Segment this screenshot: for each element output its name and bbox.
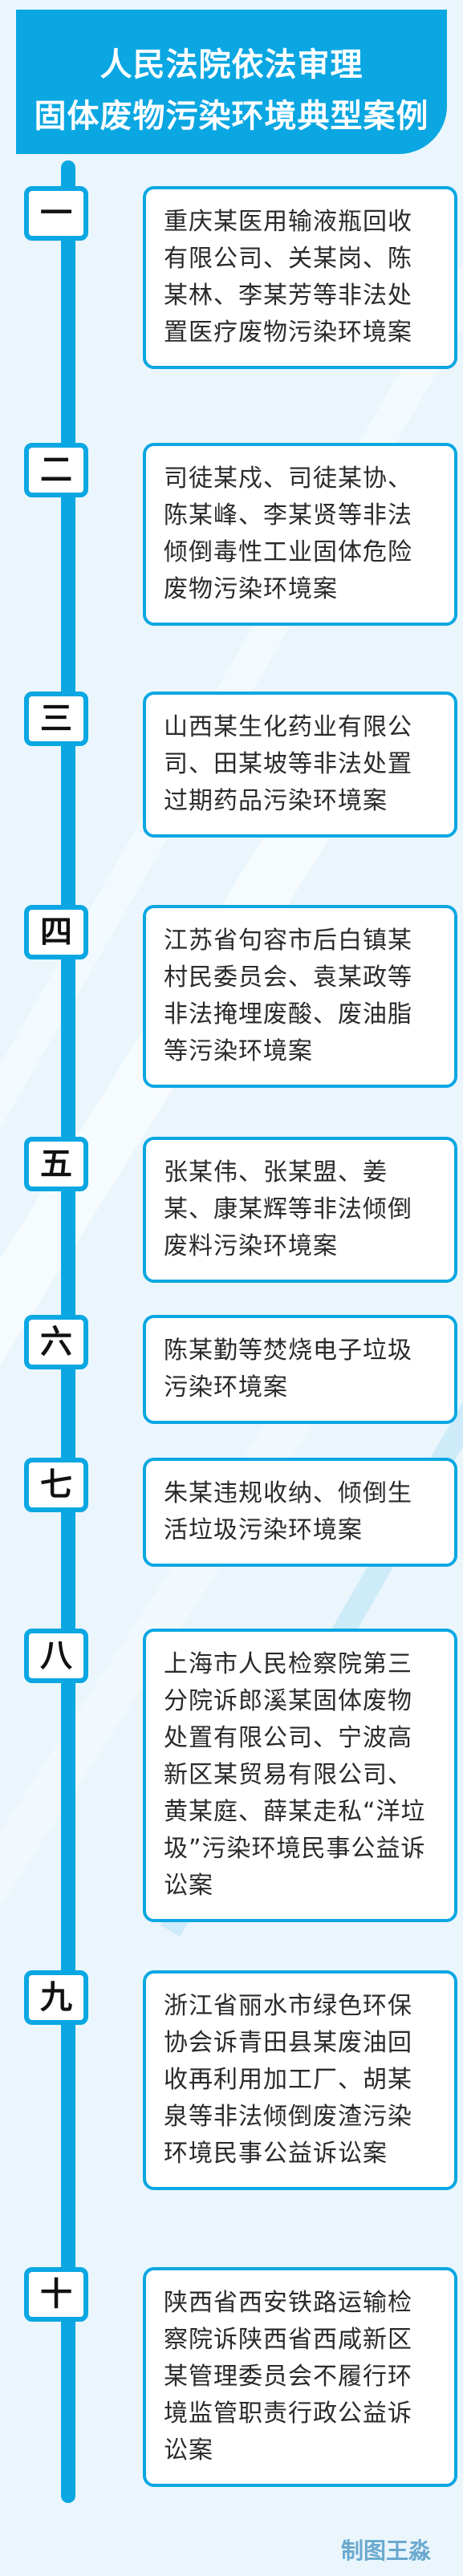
case-number-badge: 十: [24, 2267, 88, 2322]
case-card: 司徒某戍、司徒某协、陈某峰、李某贤等非法倾倒毒性工业固体危险废物污染环境案: [143, 443, 457, 626]
case-number-badge: 五: [24, 1137, 88, 1191]
case-number-badge: 四: [24, 905, 88, 959]
case-card: 山西某生化药业有限公司、田某坡等非法处置过期药品污染环境案: [143, 692, 457, 838]
case-card: 重庆某医用输液瓶回收有限公司、关某岗、陈某林、李某芳等非法处置医疗废物污染环境案: [143, 186, 457, 369]
page-title-line1: 人民法院依法审理: [100, 47, 363, 83]
case-number-badge: 六: [24, 1315, 88, 1369]
case-number-badge: 二: [24, 443, 88, 497]
case-number-badge: 三: [24, 692, 88, 746]
graphic-credit: 制图王淼: [340, 2537, 431, 2564]
case-number-badge: 七: [24, 1458, 88, 1512]
case-card: 张某伟、张某盟、姜某、康某辉等非法倾倒废料污染环境案: [143, 1137, 457, 1283]
header-banner: 人民法院依法审理 固体废物污染环境典型案例: [16, 10, 449, 160]
case-number-badge: 八: [24, 1629, 88, 1683]
case-card: 上海市人民检察院第三分院诉郎溪某固体废物处置有限公司、宁波高新区某贸易有限公司、…: [143, 1629, 457, 1922]
case-card: 浙江省丽水市绿色环保协会诉青田县某废油回收再利用加工厂、胡某泉等非法倾倒废渣污染…: [143, 1970, 457, 2190]
case-number-badge: 九: [24, 1970, 88, 2025]
case-card: 江苏省句容市后白镇某村民委员会、袁某政等非法掩埋废酸、废油脂等污染环境案: [143, 905, 457, 1088]
case-card: 朱某违规收纳、倾倒生活垃圾污染环境案: [143, 1458, 457, 1567]
case-card: 陈某勤等焚烧电子垃圾污染环境案: [143, 1315, 457, 1424]
page-title-line2: 固体废物污染环境典型案例: [34, 98, 429, 135]
case-number-badge: 一: [24, 186, 88, 241]
case-card: 陕西省西安铁路运输检察院诉陕西省西咸新区某管理委员会不履行环境监管职责行政公益诉…: [143, 2267, 457, 2487]
